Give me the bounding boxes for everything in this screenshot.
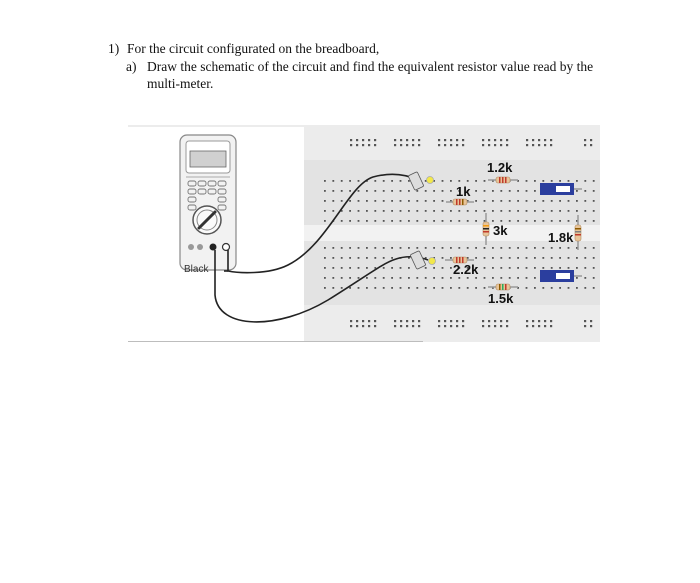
bottom-rail [304, 305, 600, 342]
question-part-a: a) Draw the schematic of the circuit and… [126, 58, 606, 92]
probe-tip-1 [426, 176, 434, 184]
probe-wires [214, 173, 429, 323]
probe-1 [408, 171, 434, 191]
question-1: 1) For the circuit configurated on the br… [108, 41, 379, 57]
multimeter-display [189, 150, 227, 168]
label-1.2k: 1.2k [487, 160, 513, 175]
breadboard-holes [324, 180, 595, 289]
multimeter [179, 134, 237, 271]
label-1.8k: 1.8k [548, 230, 574, 245]
probe-tip-2 [428, 257, 436, 265]
multimeter-jack-2 [197, 244, 203, 250]
resistor-3k [482, 213, 490, 245]
resistor-1.5k [488, 283, 518, 291]
breadboard-diagram: Black 1k 1.2k [128, 125, 600, 342]
resistor-1k [446, 198, 474, 206]
multimeter-jack-1 [188, 244, 194, 250]
black-probe-wire [214, 250, 429, 323]
figure-bottom-line [128, 341, 423, 342]
top-rail [304, 126, 600, 160]
label-1k: 1k [456, 184, 471, 199]
part-letter: a) [126, 59, 137, 74]
label-3k: 3k [493, 223, 508, 238]
resistor-2.2k [445, 256, 474, 264]
question-number: 1) [108, 41, 120, 56]
label-1.5k: 1.5k [488, 291, 514, 306]
center-channel [304, 225, 600, 241]
part-text: Draw the schematic of the circuit and fi… [147, 59, 594, 91]
question-text: For the circuit configurated on the brea… [127, 41, 380, 56]
multimeter-jack-v [221, 242, 231, 252]
label-2.2k: 2.2k [453, 262, 479, 277]
multimeter-label: Black [184, 264, 209, 275]
circuit-figure: Black 1k 1.2k [128, 125, 600, 343]
multimeter-buttons [187, 180, 227, 211]
multimeter-jack-com [209, 243, 217, 251]
rail-holes [350, 139, 593, 328]
switch-bottom [540, 270, 582, 282]
resistor-1.8k [574, 215, 582, 250]
red-probe-wire [227, 173, 419, 274]
resistor-1.2k [488, 176, 518, 184]
probe-2 [410, 250, 436, 270]
switch-top [540, 183, 582, 195]
